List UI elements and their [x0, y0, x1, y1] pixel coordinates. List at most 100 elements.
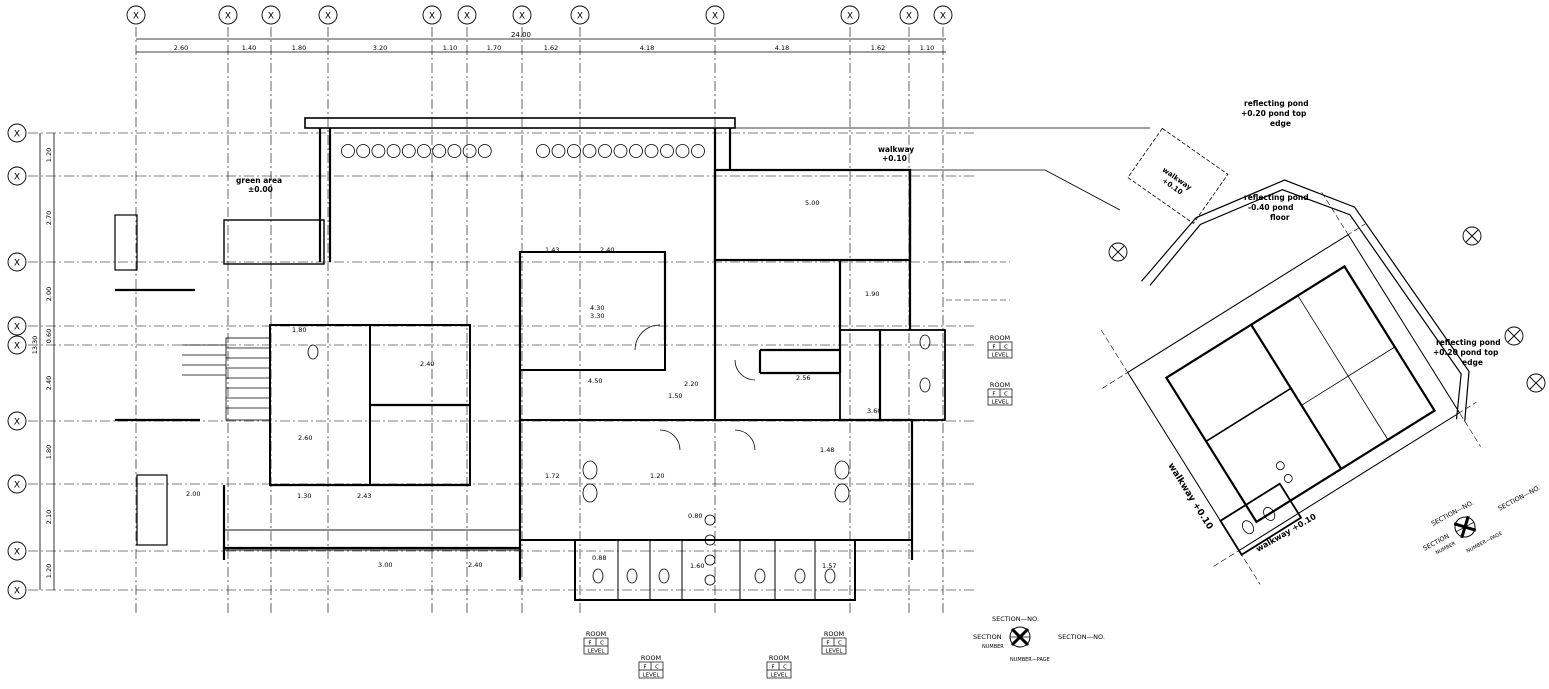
grid-bubble: X [457, 5, 477, 25]
grid-bubble: X [933, 5, 953, 25]
grid-bubble-letter: X [847, 12, 853, 22]
top-dimension-string: 24.00 2.60 1.40 1.80 3.20 1.10 1.70 1.62… [136, 31, 946, 53]
grid-bubble-letter: X [225, 12, 231, 22]
grid-bubble: X [7, 541, 27, 561]
interior-dim: 0.88 [592, 554, 606, 562]
dim-left-7: 1.20 [45, 564, 53, 578]
interior-dim: 2.40 [600, 246, 614, 254]
grid-bubble: X [512, 5, 532, 25]
grid-bubble: X [261, 5, 281, 25]
column-circle [462, 144, 477, 158]
dim-top-0: 2.60 [174, 44, 188, 52]
room-tag-name: ROOM [824, 630, 844, 638]
grid-bubble: X [422, 5, 442, 25]
column-circle [582, 144, 597, 158]
room-tag-f: F [643, 665, 646, 671]
interior-dim: 1.30 [297, 492, 311, 500]
interior-dim: 3.60 [867, 407, 881, 415]
dim-top-7: 4.18 [640, 44, 654, 52]
interior-dim: 2.00 [186, 490, 200, 498]
dim-left-2: 2.00 [45, 287, 53, 301]
interior-dim: 1.20 [650, 472, 664, 480]
walkway-label: walkway [878, 145, 914, 154]
interior-dim: 5.00 [805, 199, 819, 207]
walkway-level: +0.10 [882, 154, 907, 163]
interior-dim: 3.00 [378, 561, 392, 569]
column-circle [341, 144, 355, 158]
column-circle [551, 144, 566, 158]
interior-dim: 1.48 [820, 446, 834, 454]
section-no-label: SECTION—NO. [1058, 633, 1105, 641]
overall-width-label: 24.00 [511, 31, 531, 39]
section-number: NUMBER [982, 644, 1004, 650]
dim-left-6: 2.10 [45, 510, 53, 524]
grid-bubble-letter: X [14, 342, 20, 352]
column-circle [598, 144, 612, 158]
reflecting-pond-sub: floor [1270, 213, 1290, 222]
reflecting-pond-sub: edge [1462, 358, 1483, 367]
grid-bubble-letter: X [14, 259, 20, 269]
interior-dim: 0.80 [688, 512, 702, 520]
grid-bubble-letter: X [906, 12, 912, 22]
grid-bubble: X [7, 474, 27, 494]
grid-bubble-letter: X [940, 12, 946, 22]
column-circle [401, 144, 416, 158]
leader-line [1044, 169, 1121, 211]
annex-grid-bubbles [1108, 226, 1546, 393]
colonnade-columns [341, 144, 705, 158]
dim-top-4: 1.10 [443, 44, 457, 52]
grid-bubble-letter: X [14, 481, 20, 491]
column-circle [536, 144, 550, 158]
grid-bubble: X [7, 252, 27, 272]
section-marker: SECTION SECTION—NO. SECTION—NO. NUMBER N… [973, 615, 1105, 663]
section-no-label: SECTION—NO. [1497, 484, 1542, 513]
section-marker: SECTION SECTION—NO. SECTION—NO. NUMBER N… [1422, 484, 1542, 557]
dim-top-9: 1.62 [871, 44, 885, 52]
room-tag-name: ROOM [769, 654, 789, 662]
reflecting-pond-sub: edge [1270, 119, 1291, 128]
room-tag-level: LEVEL [771, 673, 789, 679]
room-tag-c: C [1004, 392, 1008, 398]
grid-lines [28, 27, 975, 615]
interior-dim: 2.43 [357, 492, 371, 500]
left-dimension-string: 13.30 1.20 2.70 2.00 0.60 2.40 1.80 2.10… [31, 133, 55, 590]
dim-left-5: 1.80 [45, 445, 53, 459]
interior-dim: 2.40 [420, 360, 434, 368]
column-circle [447, 144, 462, 158]
room-tag-f: F [826, 641, 829, 647]
column-circle [356, 144, 371, 158]
grid-bubble-letter: X [14, 418, 20, 428]
room-tag-level: LEVEL [826, 649, 844, 655]
grid-bubble: X [7, 316, 27, 336]
grid-bubble-letter: X [429, 12, 435, 22]
interior-dim: 1.57 [822, 562, 836, 570]
grid-bubble-letter: X [14, 173, 20, 183]
grid-bubble: X [126, 5, 146, 25]
column-circle [386, 144, 401, 158]
room-tag-f: F [588, 641, 591, 647]
section-no-top: SECTION—NO. [992, 615, 1039, 623]
grid-bubble-letter: X [268, 12, 274, 22]
grid-bubble-letter: X [712, 12, 718, 22]
reflecting-pond-label: reflecting pond [1244, 99, 1309, 108]
interior-dim: 3.30 [590, 312, 604, 320]
grid-bubble: X [840, 5, 860, 25]
green-area-level: ±0.00 [248, 185, 273, 194]
section-no-top: SECTION—NO. [1430, 499, 1475, 528]
grid-bubble: X [218, 5, 238, 25]
grid-bubble-letter: X [519, 12, 525, 22]
grid-bubble: X [7, 166, 27, 186]
section-label: SECTION [973, 633, 1002, 641]
area-labels: green area ±0.00 walkway +0.10 [236, 145, 914, 194]
grid-bubble-letter: X [14, 323, 20, 333]
grid-bubble-letter: X [577, 12, 583, 22]
reflecting-pond-label: reflecting pond [1436, 338, 1501, 347]
dim-left-4: 2.40 [45, 376, 53, 390]
column-circle [567, 144, 581, 158]
dim-top-8: 4.18 [775, 44, 789, 52]
dim-top-10: 1.10 [920, 44, 934, 52]
